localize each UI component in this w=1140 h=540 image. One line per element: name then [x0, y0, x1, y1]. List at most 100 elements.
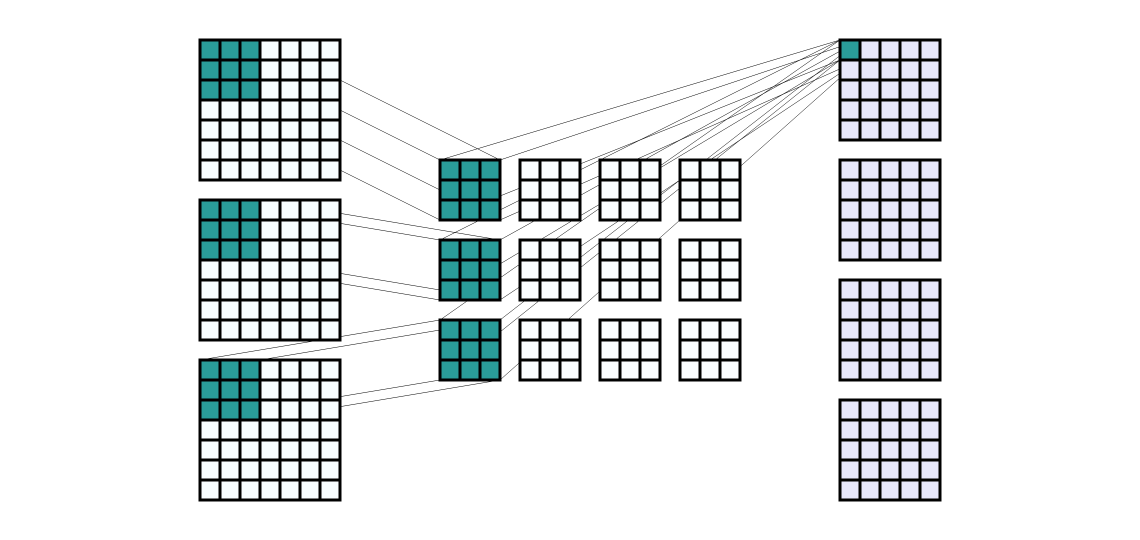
output-map-cell [860, 400, 880, 420]
input-map-cell [220, 80, 240, 100]
input-map-cell [300, 240, 320, 260]
output-map [838, 38, 942, 142]
input-map-cell [260, 280, 280, 300]
kernel-cell [720, 160, 740, 180]
output-map-cell [880, 400, 900, 420]
kernel-cell [440, 260, 460, 280]
input-map-cell [280, 80, 300, 100]
kernel-cell [520, 340, 540, 360]
kernel-cell [440, 240, 460, 260]
output-map-cell [900, 300, 920, 320]
input-map-cell [240, 140, 260, 160]
kernel-cell [480, 260, 500, 280]
kernel-cell [720, 280, 740, 300]
output-map-cell [860, 360, 880, 380]
output-map-cell [900, 320, 920, 340]
kernel-cell [720, 360, 740, 380]
input-map-cell [200, 80, 220, 100]
input-map-cell [260, 160, 280, 180]
input-map-cell [280, 440, 300, 460]
input-map-cell [220, 140, 240, 160]
output-map-cell [900, 340, 920, 360]
kernel-cell [480, 180, 500, 200]
output-map-cell [860, 240, 880, 260]
output-map-cell [920, 240, 940, 260]
kernel-cell [560, 280, 580, 300]
output-map-cell [920, 400, 940, 420]
input-map-cell [260, 80, 280, 100]
output-map-cell [900, 400, 920, 420]
input-map-cell [280, 100, 300, 120]
input-map-cell [240, 40, 260, 60]
kernel-cell [640, 340, 660, 360]
input-map-cell [300, 480, 320, 500]
input-map [198, 358, 342, 502]
input-map-cell [320, 100, 340, 120]
kernel [438, 238, 502, 302]
input-map-cell [280, 60, 300, 80]
input-map-cell [280, 280, 300, 300]
input-map-cell [220, 260, 240, 280]
kernel-cell [720, 200, 740, 220]
kernel-cell [620, 320, 640, 340]
output-map-cell [920, 420, 940, 440]
kernel-cell [720, 340, 740, 360]
input-map-cell [220, 240, 240, 260]
output-map-cell [860, 300, 880, 320]
kernel-cell [600, 320, 620, 340]
input-map-cell [220, 420, 240, 440]
input-map-cell [280, 120, 300, 140]
input-map-cell [200, 420, 220, 440]
kernel-cell [700, 200, 720, 220]
output-map-cell [900, 420, 920, 440]
input-map-cell [220, 360, 240, 380]
input-map-cell [260, 480, 280, 500]
input-map-cell [260, 400, 280, 420]
output-map-cell [860, 340, 880, 360]
input-map-cell [240, 360, 260, 380]
input-map-cell [220, 40, 240, 60]
input-map-cell [300, 380, 320, 400]
input-map-cell [320, 220, 340, 240]
kernel-cell [540, 360, 560, 380]
input-map-cell [200, 120, 220, 140]
input-map-cell [300, 40, 320, 60]
output-map-cell [880, 80, 900, 100]
input-map-cell [240, 420, 260, 440]
kernel [598, 238, 662, 302]
input-map-cell [320, 140, 340, 160]
output-map-cell [840, 240, 860, 260]
output-map-cell [900, 460, 920, 480]
output-map-cell [880, 40, 900, 60]
output-map-cell [900, 60, 920, 80]
input-map-cell [220, 120, 240, 140]
connection-line [439, 39, 841, 161]
kernel-cell [560, 360, 580, 380]
input-map-cell [300, 80, 320, 100]
output-map-cell [880, 420, 900, 440]
input-map-cell [300, 120, 320, 140]
kernel-cell [720, 320, 740, 340]
input-map-cell [200, 460, 220, 480]
kernel-cell [640, 180, 660, 200]
input-map-cell [200, 440, 220, 460]
kernel-cell [720, 260, 740, 280]
output-map-cell [920, 300, 940, 320]
input-feature-maps [198, 38, 342, 502]
kernel [438, 158, 502, 222]
output-map [838, 398, 942, 502]
output-map-cell [840, 420, 860, 440]
kernel-cell [700, 240, 720, 260]
output-map-cell [920, 40, 940, 60]
input-map-cell [280, 160, 300, 180]
input-map-cell [220, 100, 240, 120]
input-map-cell [300, 400, 320, 420]
input-map-cell [240, 100, 260, 120]
kernel-cell [560, 240, 580, 260]
output-map [838, 158, 942, 262]
output-map-cell [920, 280, 940, 300]
kernel-cell [520, 260, 540, 280]
output-map-cell [920, 320, 940, 340]
kernel-cell [440, 180, 460, 200]
kernel-cell [520, 160, 540, 180]
